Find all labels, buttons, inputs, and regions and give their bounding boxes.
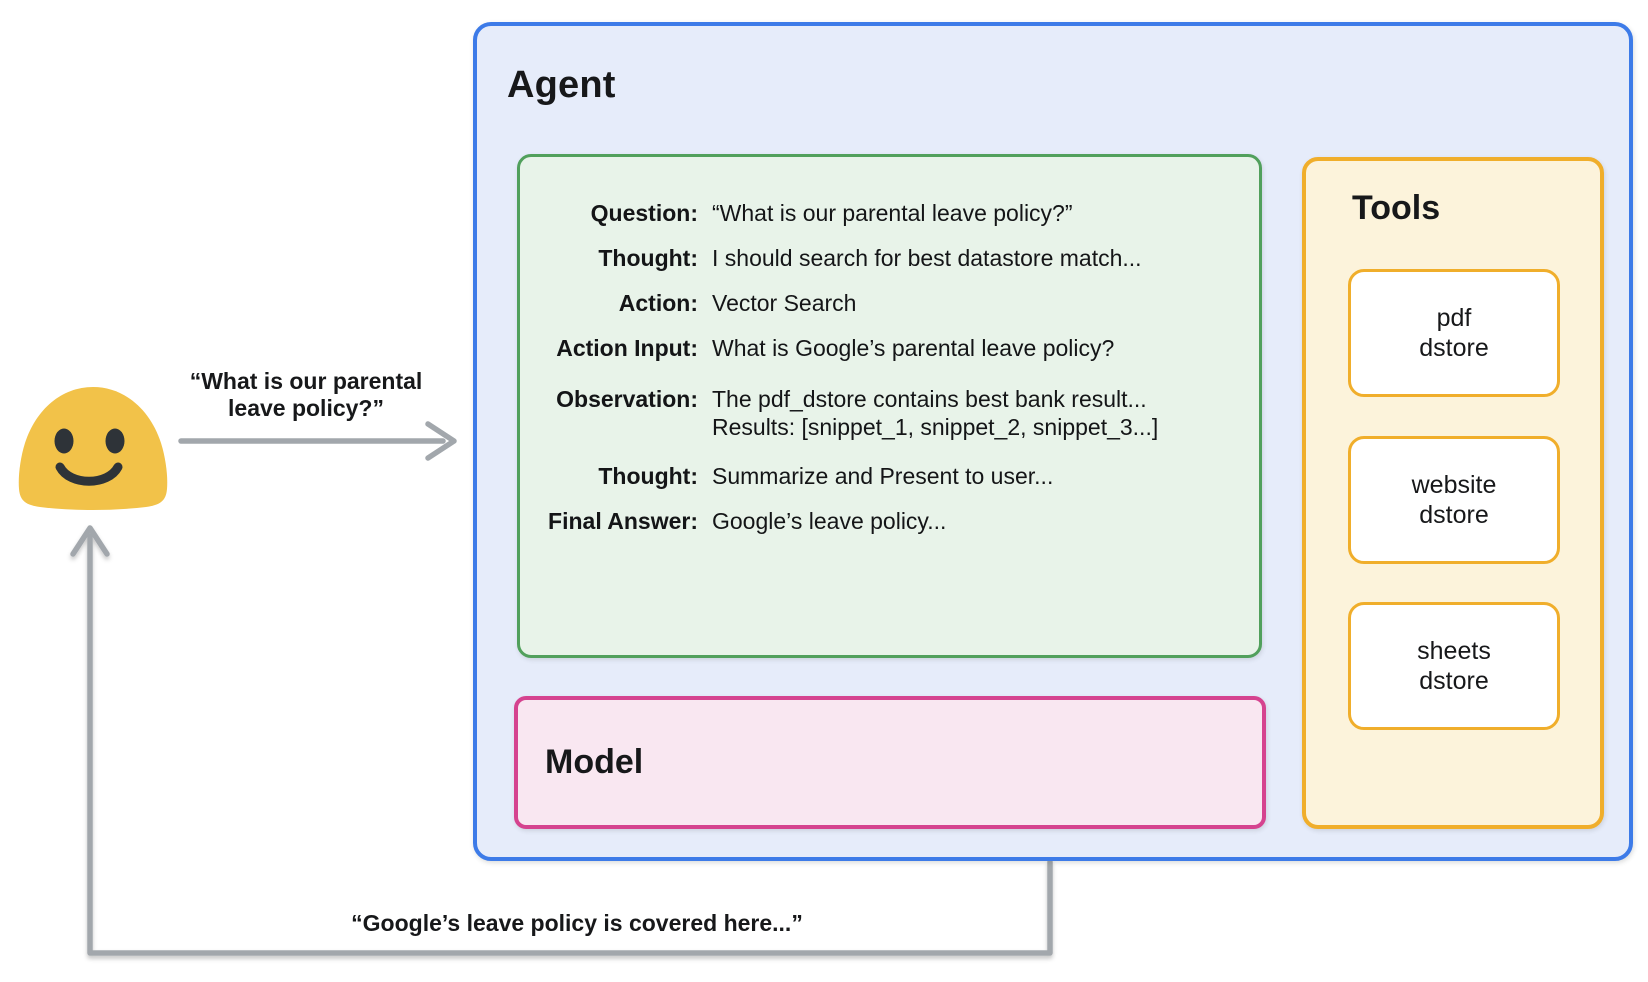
- tools-box: Tools pdf dstore website dstore sheets d…: [1302, 157, 1604, 829]
- trace-row-thought-1: Thought: I should search for best datast…: [520, 244, 1245, 272]
- observation-line2: Results: [snippet_1, snippet_2, snippet_…: [712, 414, 1159, 440]
- trace-label: Final Answer:: [548, 508, 698, 534]
- trace-row-thought-2: Thought: Summarize and Present to user..…: [520, 462, 1245, 490]
- agent-container: Agent Question: “What is our parental le…: [473, 22, 1633, 861]
- trace-value: Vector Search: [712, 290, 857, 316]
- tools-title: Tools: [1352, 189, 1441, 227]
- tool-pdf-dstore: pdf dstore: [1348, 269, 1560, 397]
- emoji-left-eye: [54, 428, 74, 454]
- request-arrow: [178, 421, 457, 461]
- trace-label: Action:: [618, 290, 698, 316]
- tool-label-line2: dstore: [1419, 334, 1489, 362]
- request-label: “What is our parental leave policy?”: [172, 368, 440, 422]
- tool-label-line1: website: [1411, 471, 1497, 499]
- trace-value: I should search for best datastore match…: [712, 245, 1142, 271]
- user-emoji-icon: [16, 385, 170, 510]
- request-label-line2: leave policy?”: [228, 395, 384, 421]
- trace-value: Google’s leave policy...: [712, 508, 947, 534]
- observation-line1: The pdf_dstore contains best bank result…: [712, 386, 1147, 412]
- tool-label-line2: dstore: [1419, 667, 1489, 695]
- trace-row-observation: Observation: The pdf_dstore contains bes…: [520, 385, 1245, 441]
- response-label: “Google’s leave policy is covered here..…: [351, 910, 803, 936]
- tool-website-dstore: website dstore: [1348, 436, 1560, 564]
- trace-row-action-input: Action Input: What is Google’s parental …: [520, 334, 1245, 362]
- tool-label-line1: pdf: [1436, 304, 1472, 332]
- request-label-line1: “What is our parental: [189, 368, 423, 394]
- trace-value: Summarize and Present to user...: [712, 463, 1054, 489]
- trace-row-action: Action: Vector Search: [520, 289, 1245, 317]
- emoji-smile: [55, 462, 123, 486]
- trace-label: Thought:: [598, 245, 698, 271]
- trace-value: “What is our parental leave policy?”: [712, 200, 1073, 226]
- model-box: Model: [514, 696, 1266, 829]
- trace-row-question: Question: “What is our parental leave po…: [520, 199, 1245, 227]
- trace-label: Thought:: [598, 463, 698, 489]
- trace-box: Question: “What is our parental leave po…: [517, 154, 1262, 658]
- trace-row-final-answer: Final Answer: Google’s leave policy...: [520, 507, 1245, 535]
- tool-label-line2: dstore: [1419, 501, 1489, 529]
- trace-label: Action Input:: [556, 335, 698, 361]
- trace-value: The pdf_dstore contains best bank result…: [712, 385, 1158, 441]
- tool-sheets-dstore: sheets dstore: [1348, 602, 1560, 730]
- tool-label-line1: sheets: [1417, 637, 1491, 665]
- agent-title: Agent: [507, 64, 616, 106]
- trace-value: What is Google’s parental leave policy?: [712, 335, 1115, 361]
- trace-label: Observation:: [556, 386, 698, 412]
- model-title: Model: [545, 743, 644, 781]
- trace-label: Question:: [590, 200, 698, 226]
- emoji-right-eye: [105, 428, 125, 454]
